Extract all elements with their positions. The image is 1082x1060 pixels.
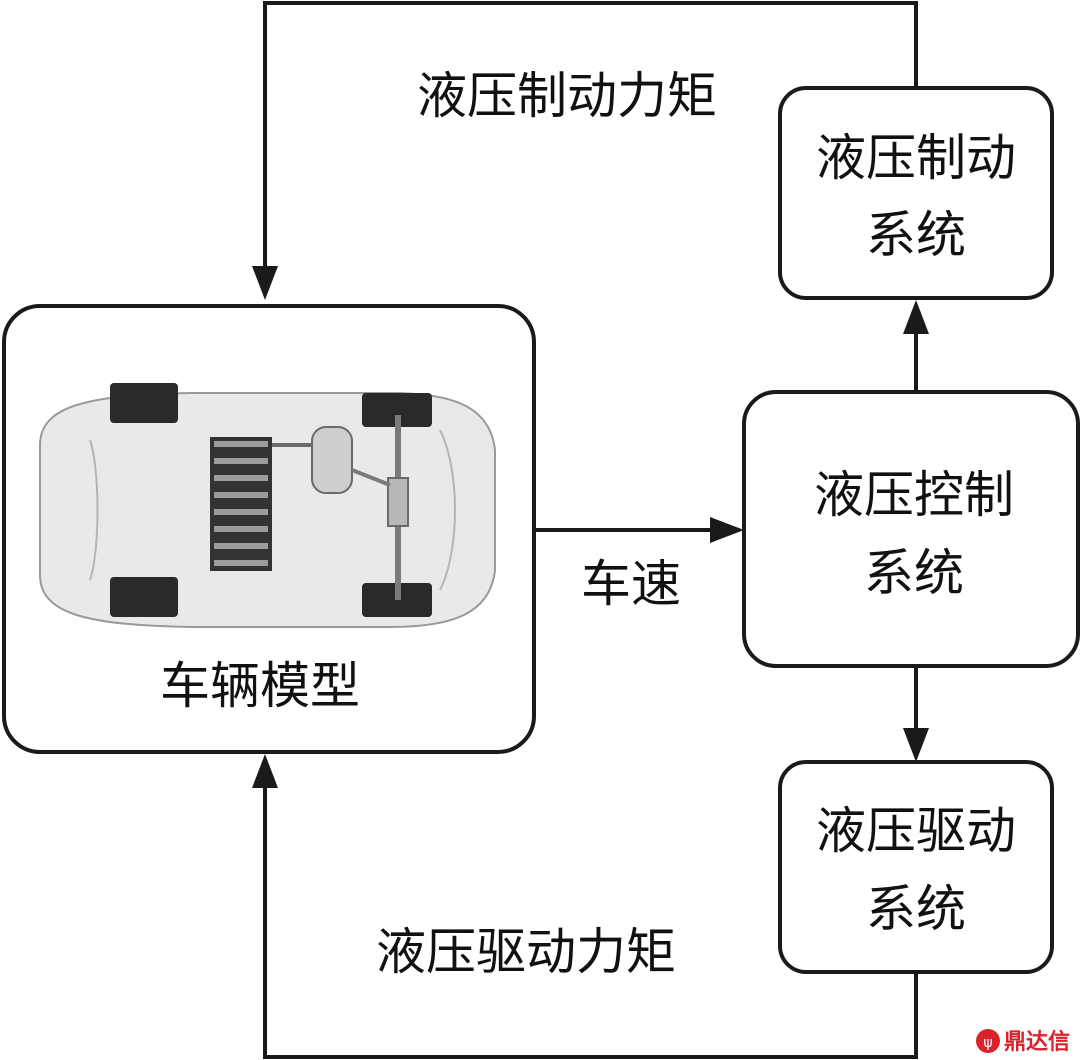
hydraulic-drive-label-1: 液压驱动 (816, 802, 1016, 860)
control-to-drive-arrowhead (903, 728, 929, 762)
hydraulic-tank-icon (311, 426, 353, 494)
hydraulic-control-label-1: 液压控制 (814, 466, 1014, 524)
hydraulic-control-box (742, 390, 1080, 668)
brake-torque-label: 液压制动力矩 (417, 67, 717, 125)
watermark-logo-icon (976, 1029, 1000, 1053)
hydraulic-brake-label-1: 液压制动 (816, 129, 1016, 187)
drive-torque-label: 液压驱动力矩 (376, 923, 676, 981)
battery-pack-icon (210, 437, 272, 571)
drive-torque-arrowhead (252, 754, 278, 788)
brake-torque-arrowhead (252, 266, 278, 300)
hydraulic-control-label-2: 系统 (864, 544, 964, 602)
control-to-brake-arrowhead (903, 300, 929, 334)
speed-label: 车速 (581, 555, 681, 613)
watermark-text: 鼎达信 (1004, 1029, 1070, 1055)
watermark: ψ 鼎达信 (976, 1029, 1070, 1055)
hydraulic-drive-box (778, 760, 1054, 974)
hydraulic-brake-label-2: 系统 (866, 206, 966, 264)
speed-arrowhead (710, 517, 744, 543)
vehicle-model-label: 车辆模型 (160, 657, 360, 715)
car-top-view-icon (39, 383, 496, 628)
hydraulic-drive-label-2: 系统 (866, 880, 966, 938)
watermark-logo-glyph: ψ (983, 1035, 992, 1051)
hydraulic-brake-box (778, 86, 1054, 300)
brake-torque-line (263, 1, 918, 268)
drive-torque-line (263, 787, 918, 1059)
